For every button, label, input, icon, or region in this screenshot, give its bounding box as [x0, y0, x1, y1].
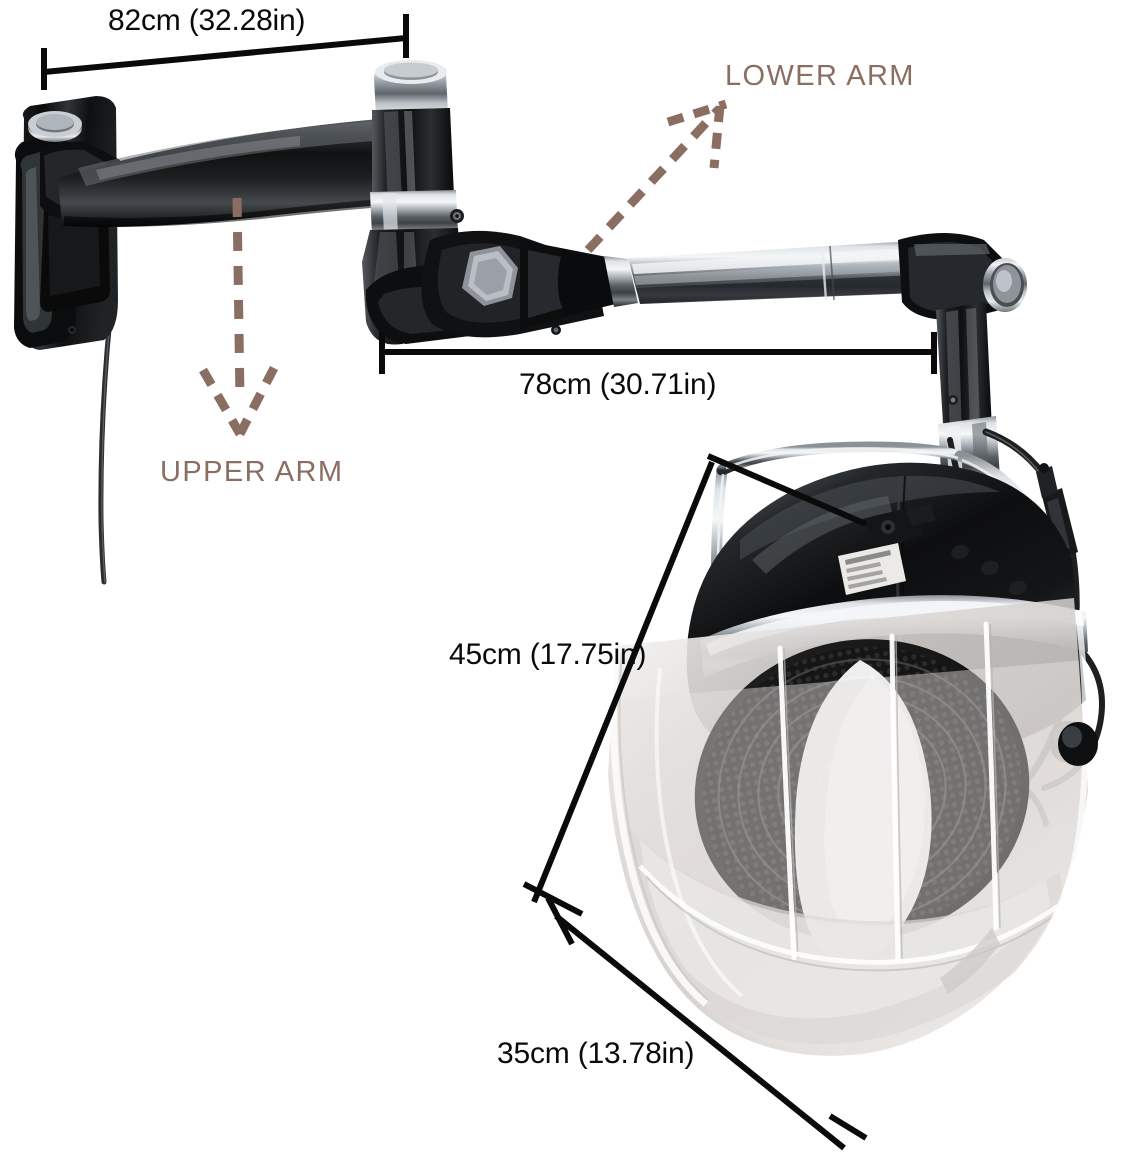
- power-cord: [98, 315, 113, 585]
- dimension-line-82cm: [41, 14, 409, 90]
- dimension-label-lower-arm: 78cm (30.71in): [519, 368, 717, 401]
- rating-label-sticker: [838, 543, 906, 595]
- dimension-line-45cm: [522, 453, 868, 917]
- annotation-upper-arm: UPPER ARM: [160, 456, 344, 488]
- dimension-label-upper-arm: 82cm (32.28in): [108, 4, 306, 37]
- dimension-label-hood-height: 45cm (17.75in): [449, 638, 647, 671]
- dimension-line-35cm: [545, 896, 868, 1151]
- dimension-label-hood-width: 35cm (13.78in): [497, 1037, 695, 1070]
- hood-adjust-knob: [1058, 722, 1098, 766]
- lower-arm-arrow-icon: [584, 99, 728, 254]
- upper-arm-tube: [58, 118, 398, 227]
- upper-arm-arrow-icon: [199, 197, 279, 437]
- dimension-line-78cm: [379, 332, 937, 374]
- annotation-lower-arm: LOWER ARM: [725, 60, 915, 92]
- lower-arm-telescoping-tube: [557, 233, 1027, 321]
- clear-hood-bowl: [608, 598, 1089, 1056]
